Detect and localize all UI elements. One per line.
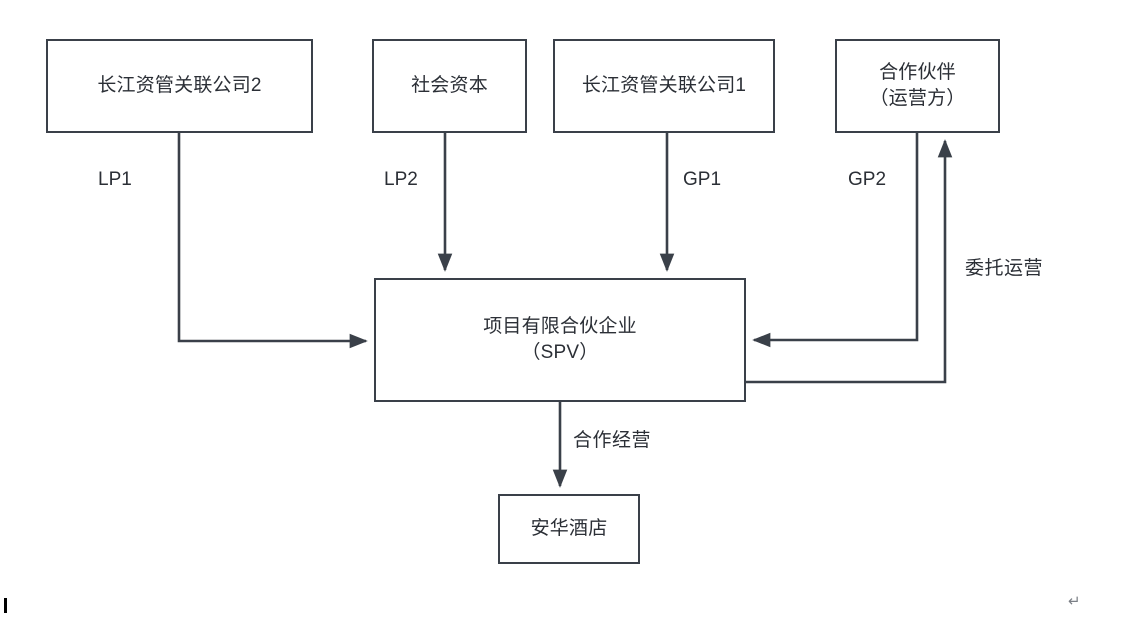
paragraph-return-icon: ↵ [1068,593,1081,610]
node-social-capital[interactable]: 社会资本 [372,39,527,133]
node-partner-operator[interactable]: 合作伙伴 （运营方） [835,39,1000,133]
node-label: 合作伙伴 （运营方） [869,62,966,109]
node-changjiang-affiliate-1[interactable]: 长江资管关联公司1 [553,39,775,133]
left-margin-tick-mark [4,598,7,613]
edge-label-cooperative-operation: 合作经营 [573,430,652,451]
node-label: 安华酒店 [530,518,608,540]
node-label: 长江资管关联公司1 [581,75,747,97]
node-label: 项目有限合伙企业 （SPV） [483,316,637,363]
node-project-spv[interactable]: 项目有限合伙企业 （SPV） [374,278,746,402]
edge-gp2 [752,133,919,348]
node-label: 社会资本 [411,75,488,97]
edge-label-lp1: LP1 [98,169,132,190]
edge-label-lp2: LP2 [384,169,418,190]
edge-label-gp1: GP1 [683,169,722,190]
edge-weituo-yunying [746,139,953,384]
node-anhua-hotel[interactable]: 安华酒店 [498,494,640,564]
edge-lp1 [177,133,368,349]
edge-label-gp2: GP2 [848,169,887,190]
node-changjiang-affiliate-2[interactable]: 长江资管关联公司2 [46,39,313,133]
edge-label-entrusted-operation: 委托运营 [965,258,1044,279]
node-label: 长江资管关联公司2 [97,75,262,97]
